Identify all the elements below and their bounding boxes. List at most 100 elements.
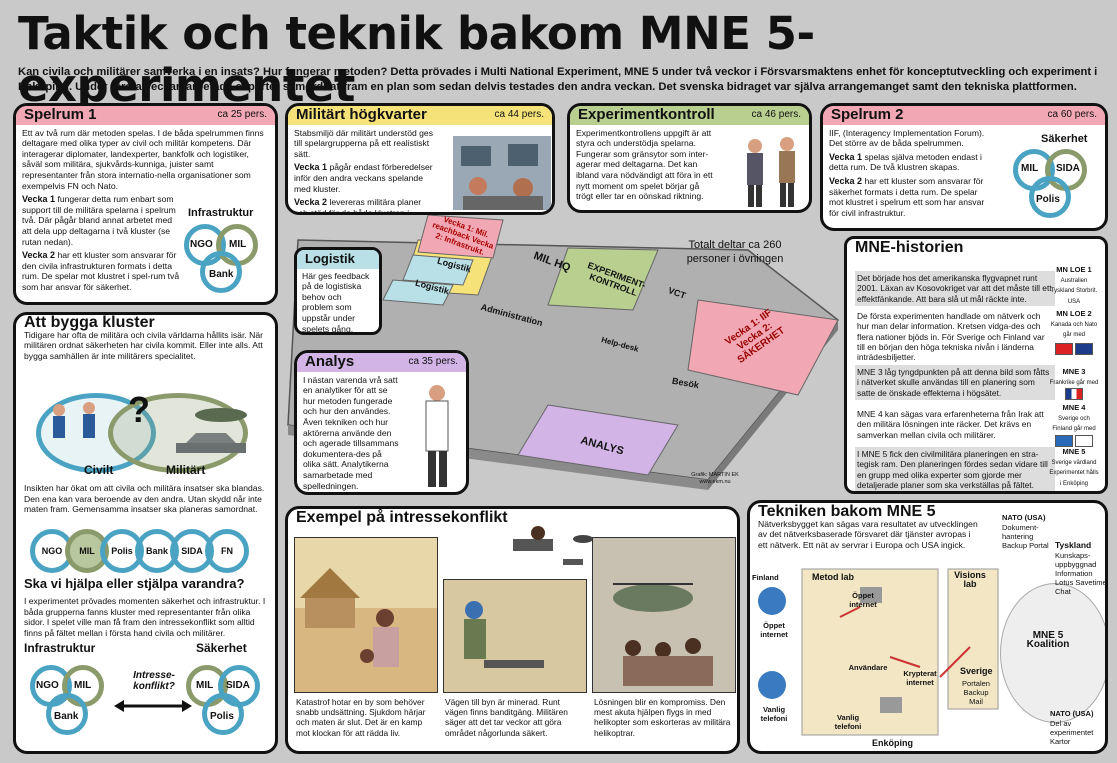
spelrum1-venn-title: Infrastruktur [188, 207, 254, 219]
chain-fn: FN [205, 529, 249, 573]
historia-sub-1: Australien Tyskland Storbrit. USA [1050, 277, 1098, 305]
panel-logistik: Logistik Här ges feedback på de logistis… [294, 247, 382, 335]
analyst-figure [425, 385, 449, 487]
expkontroll-text: Experimentkontrollens uppgift är att sty… [576, 127, 713, 202]
total-participants: Totalt deltar ca 260 personer i övningen [686, 239, 784, 265]
sverige-label: Sverige [960, 666, 993, 676]
security-title: Säkerhet [196, 641, 247, 655]
kluster-title: Att bygga kluster [24, 314, 155, 331]
venn-circle [46, 693, 88, 735]
analys-text: I nästan varenda vrå satt en analytiker … [303, 374, 399, 491]
expkontroll-count: ca 46 pers. [751, 109, 801, 120]
infra-title: Infrastruktur [24, 641, 96, 655]
spelrum2-count: ca 60 pers. [1047, 109, 1097, 120]
flag-icon [1075, 434, 1094, 447]
panel-expkontroll: Experimentkontroll ca 46 pers. Experiment… [567, 103, 812, 213]
venn-label: MIL [74, 680, 92, 691]
krypterat-internet: Krypterat internet [903, 669, 937, 687]
flag-icon [1054, 342, 1073, 355]
milhq-v2-label: Vecka 2 [294, 197, 328, 208]
historia-tag-1: MN LOE 1 [1056, 265, 1092, 274]
tyskland-sub: Kunskaps-uppbyggnad Information Lotus Sa… [1055, 551, 1107, 596]
historia-sub-4: Sverige och Finland går med [1052, 415, 1096, 433]
civil-label: Civilt [84, 463, 114, 477]
kluster-text3: I experimentet prövades momenten säkerhe… [24, 596, 266, 638]
flag-icon [1065, 388, 1083, 401]
panel-konflikt: Exempel på intressekonflikt Katastrof ho… [285, 506, 740, 754]
historia-tag-4: MNE 4 [1062, 403, 1086, 412]
globe-icon [758, 671, 786, 699]
venn-circle [200, 251, 242, 293]
venn-label: Bank [54, 711, 79, 722]
conflict-label: Intresse-konflikt? [133, 670, 175, 692]
expkontroll-title: Experimentkontroll [578, 106, 715, 123]
venn-label: MIL [229, 239, 247, 250]
double-arrow-icon [114, 700, 192, 712]
milhq-title: Militärt högkvarter [296, 106, 427, 123]
vanlig-telefoni-2: Vanlig telefoni [834, 713, 862, 731]
graphic-credit: Grafik: MARTIN EK www.ekm.nu [691, 472, 739, 485]
soldiers-illustration [513, 526, 593, 565]
expkontroll-figures [747, 137, 795, 207]
nato1-label: NATO (USA) [1002, 513, 1046, 522]
historia-item-1: Det började hos det amerikanska flygvapn… [855, 271, 1055, 306]
analys-title: Analys [305, 353, 355, 370]
nato2-label: NATO (USA) [1050, 709, 1094, 718]
milhq-v2-text: levereras militära planer och stöd för d… [294, 197, 422, 215]
historia-tag-5: MNE 5 [1062, 447, 1086, 456]
cluster-chain: NGO MIL Polis Bank SIDA FN [30, 529, 249, 573]
panel-teknik: Tekniken bakom MNE 5 Nätverksbygget kan … [747, 500, 1108, 754]
oppet-internet-2: Öppet internet [849, 591, 877, 609]
spelrum1-v2-label: Vecka 2 [22, 250, 56, 261]
historia-tag-2: MN LOE 2 [1056, 309, 1092, 318]
globe-icon [758, 587, 786, 615]
milhq-photo [453, 136, 551, 210]
civilian-figures [53, 402, 95, 438]
historia-item-5: I MNE 5 fick den civilmilitära planering… [855, 447, 1055, 491]
sverige-sub: Portalen Backup Mail [962, 679, 990, 706]
spelrum2-venn-title: Säkerhet [1041, 133, 1088, 145]
spelrum2-v2-text: har ett kluster som ansvarar för säkerhe… [829, 175, 985, 218]
milhq-text: Stabsmiljö där militärt understöd ges ti… [294, 127, 433, 159]
metodlab-label: Metod lab [812, 572, 854, 582]
flag-icon [1075, 342, 1094, 355]
venn-label: MIL [1021, 163, 1039, 174]
logistik-text: Här ges feedback på de logistiska behov … [302, 270, 370, 334]
spelrum2-title: Spelrum 2 [831, 106, 904, 123]
venn-label: SIDA [1056, 163, 1080, 174]
kluster-text1: Tidigare har ofta de militära och civila… [24, 329, 263, 361]
tyskland-label: Tyskland [1055, 540, 1092, 550]
koalition-label: MNE 5 Koalition [1026, 630, 1070, 650]
spelrum1-v1-label: Vecka 1 [22, 194, 56, 205]
comic-panel-2 [443, 579, 587, 693]
venn-circle [202, 693, 244, 735]
enkoping-label: Enköping [872, 738, 913, 748]
page-title: Taktik och teknik bakom MNE 5-experiment… [18, 7, 815, 112]
analys-count: ca 35 pers. [408, 356, 458, 367]
spelrum2-v1-text: spelas själva metoden endast i detta rum… [829, 151, 982, 173]
spelrum1-text: Ett av två rum där metoden spelas. I de … [22, 127, 264, 191]
spelrum1-title: Spelrum 1 [24, 106, 97, 123]
venn-label: Bank [209, 269, 234, 280]
anvandare-label: Användare [848, 663, 888, 672]
spelrum1-v2-text: har ett kluster som ansvarar för den civ… [22, 250, 180, 292]
comic-caption-1: Katastrof hotar en by som behöver snabb … [296, 697, 426, 738]
teknik-title: Tekniken bakom MNE 5 [758, 503, 936, 520]
venn-label: Polis [1036, 194, 1060, 205]
milhq-v1-label: Vecka 1 [294, 162, 328, 173]
kluster-subtitle: Ska vi hjälpa eller stjälpa varandra? [24, 576, 245, 591]
oppet-internet-1: Öppet internet [760, 621, 788, 639]
intro-text: Kan civila och militärer samverka i en i… [18, 66, 1098, 93]
konflikt-title: Exempel på intressekonflikt [296, 509, 508, 526]
panel-kluster: Att bygga kluster Tidigare har ofta de m… [13, 312, 278, 754]
venn-label: SIDA [226, 680, 250, 691]
nato1-sub: Dokument-hantering Backup Portal [1002, 523, 1049, 550]
historia-sub-5: Sverige värdland Experimentet hålls i En… [1049, 459, 1099, 487]
historia-item-3: MNE 3 låg tyngdpunkten på att denna bild… [855, 365, 1055, 400]
visionslab-label: Visions lab [954, 570, 986, 589]
vanlig-telefoni-1: Vanlig telefoni [760, 705, 788, 723]
spelrum2-v2-label: Vecka 2 [829, 175, 863, 186]
koalition-ring [1000, 583, 1105, 723]
